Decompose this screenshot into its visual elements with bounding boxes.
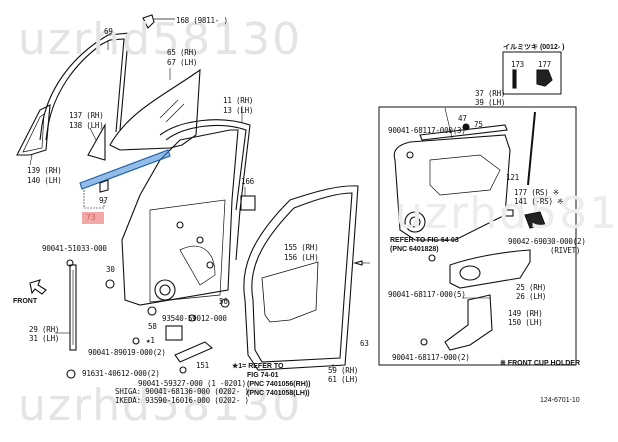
armrest-149	[444, 294, 493, 351]
callout-29[interactable]: 29 (RH)	[29, 325, 60, 334]
callout-73: 73	[86, 213, 96, 222]
armrest-strip-75	[419, 124, 508, 141]
callout-59[interactable]: 59 (RH)	[328, 366, 359, 375]
callout-31[interactable]: 31 (LH)	[29, 334, 60, 343]
part-number-90041-68117-5[interactable]: 90041-68117-000(5)	[388, 290, 466, 299]
callout-139[interactable]: 139 (RH)	[27, 166, 62, 175]
callout-140[interactable]: 140 (LH)	[27, 176, 62, 185]
callout-63[interactable]: 63	[360, 339, 369, 348]
callout-149[interactable]: 149 (RH)	[508, 309, 543, 318]
callout-177[interactable]: 177	[538, 60, 551, 69]
callout-173[interactable]: 173	[511, 60, 524, 69]
callout-39[interactable]: 39 (LH)	[475, 98, 506, 107]
part-number-90041-68117-2[interactable]: 90041-68117-000(2)	[392, 353, 470, 362]
front-arrow	[29, 279, 47, 295]
refer-fig-64-note: REFER TO FIG 64-03	[390, 237, 459, 244]
callout-75[interactable]: 75	[474, 120, 483, 129]
part-number-90041-51033[interactable]: 90041-51033-000	[42, 244, 107, 253]
part-number-90042-69030[interactable]: 90042-69030-000(2)	[508, 237, 586, 246]
watermark: uzrhd58130	[18, 380, 303, 431]
callout-69[interactable]: 69	[104, 27, 113, 36]
callout-56[interactable]: 56	[219, 297, 228, 306]
callout-61[interactable]: 61 (LH)	[328, 375, 359, 384]
part-number-93540-59012[interactable]: 93540-59012-000	[162, 314, 227, 323]
watermark: uzrhd58130	[18, 14, 303, 65]
callout-13[interactable]: 13 (LH)	[223, 106, 254, 115]
callout-141[interactable]: 141 (-RS) ※	[514, 197, 564, 206]
callout-37[interactable]: 37 (RH)	[475, 89, 506, 98]
part-number-90041-68117-3[interactable]: 90041-68117-000(3)	[388, 126, 466, 135]
callout-star1[interactable]: ★1	[146, 336, 155, 345]
callout-47[interactable]: 47	[458, 114, 467, 123]
door-trim-panel-37	[393, 134, 511, 241]
handle-bezel-151	[174, 341, 214, 363]
callout-67[interactable]: 67 (LH)	[167, 58, 198, 67]
refer-note-line-3: (PNC 7401056(RH))	[247, 381, 311, 388]
refer-fig-64-pnc: (PNC 6401828)	[390, 246, 439, 253]
callout-168[interactable]: 168 (9811- )	[176, 16, 228, 25]
weatherstrip-11	[159, 119, 251, 261]
inside-handle-star1	[165, 325, 183, 341]
cup-holder-177	[524, 211, 546, 229]
callout-121[interactable]: 121	[506, 173, 519, 182]
inset-title: イルミツキ (0012- )	[503, 44, 565, 51]
hole-cover-166	[240, 195, 256, 211]
refer-note-line-4: (PNC 7401058(LH))	[247, 390, 310, 397]
part-number-90041-89019[interactable]: 90041-89019-000(2)	[88, 348, 166, 357]
selected-part-label-73[interactable]: 73	[82, 212, 104, 224]
part-number-91631-40612[interactable]: 91631-40612-000(2)	[82, 369, 160, 378]
rivet-note: (RIVET)	[550, 246, 581, 255]
part-number-shiga[interactable]: SHIGA: 90041-68136-000 (0202- )	[115, 387, 249, 396]
trim-panel-frame	[378, 106, 577, 366]
callout-137[interactable]: 137 (RH)	[69, 111, 104, 120]
partition-137	[87, 122, 106, 161]
figure-id: 124-6701-10	[540, 397, 580, 404]
callout-151[interactable]: 151	[196, 361, 209, 370]
callout-25[interactable]: 25 (RH)	[516, 283, 547, 292]
callout-97[interactable]: 97	[99, 196, 108, 205]
door-glass-65	[109, 68, 201, 151]
part-number-ikeda[interactable]: IKEDA: 93590-16016-000 (0202- )	[115, 396, 249, 405]
callout-138[interactable]: 138 (LH)	[69, 121, 104, 130]
belt-molding-73	[79, 149, 171, 190]
refer-note-line-1: ★1= REFER TO	[232, 363, 284, 370]
illuminated-inset-frame	[502, 51, 562, 95]
callout-177-rs[interactable]: 177 (RS) ※	[514, 188, 559, 197]
opening-weatherstrip-59	[243, 185, 359, 371]
hole-cover-155	[261, 261, 319, 323]
callout-155[interactable]: 155 (RH)	[284, 243, 319, 252]
refer-note-line-2: FIG 74-01	[247, 372, 279, 379]
callout-58[interactable]: 58	[148, 322, 157, 331]
callout-30[interactable]: 30	[106, 265, 115, 274]
quarter-window-139	[16, 104, 51, 156]
regulator-rail-29	[69, 264, 77, 351]
speaker-grille-25	[449, 249, 531, 289]
cup-holder-note: ※ FRONT CUP HOLDER	[500, 360, 581, 367]
front-label: FRONT	[13, 298, 38, 305]
callout-166[interactable]: 166	[241, 177, 254, 186]
callout-11[interactable]: 11 (RH)	[223, 96, 254, 105]
door-shell	[121, 129, 239, 306]
part-number-90041-59327[interactable]: 90041-59327-000 (1 -0201)	[138, 379, 246, 388]
callout-26[interactable]: 26 (LH)	[516, 292, 547, 301]
watermark: uzrhd58130	[395, 188, 618, 239]
callout-150[interactable]: 150 (LH)	[508, 318, 543, 327]
callout-156[interactable]: 156 (LH)	[284, 253, 319, 262]
clip-97	[99, 179, 109, 193]
clip-168	[142, 14, 155, 29]
callout-65[interactable]: 65 (RH)	[167, 48, 198, 57]
